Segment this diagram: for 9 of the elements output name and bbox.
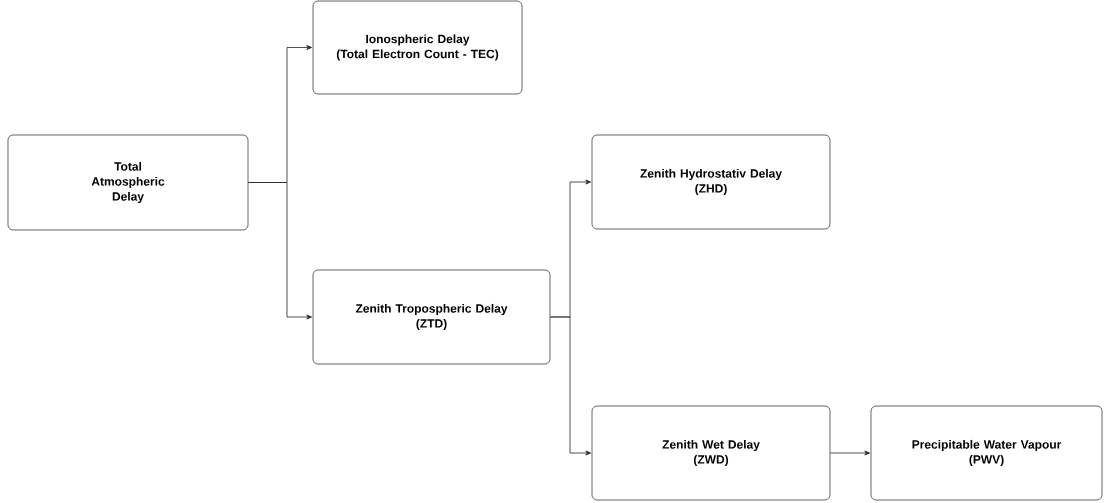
arrow [830,450,870,456]
process-box: Ionospheric Delay (Total Electron Count - TEC) [312,0,523,95]
process-box: Zenith Wet Delay (ZWD) [591,405,831,501]
arrow [550,316,591,456]
process-box: Zenith Tropospheric Delay (ZTD) [312,269,551,365]
process-box: Precipitable Water Vapour (PWV) [870,405,1103,501]
arrow [248,182,312,320]
process-box: Zenith Hydrostativ Delay (ZHD) [591,134,831,230]
process-box: Total Atmospheric Delay [7,134,249,231]
